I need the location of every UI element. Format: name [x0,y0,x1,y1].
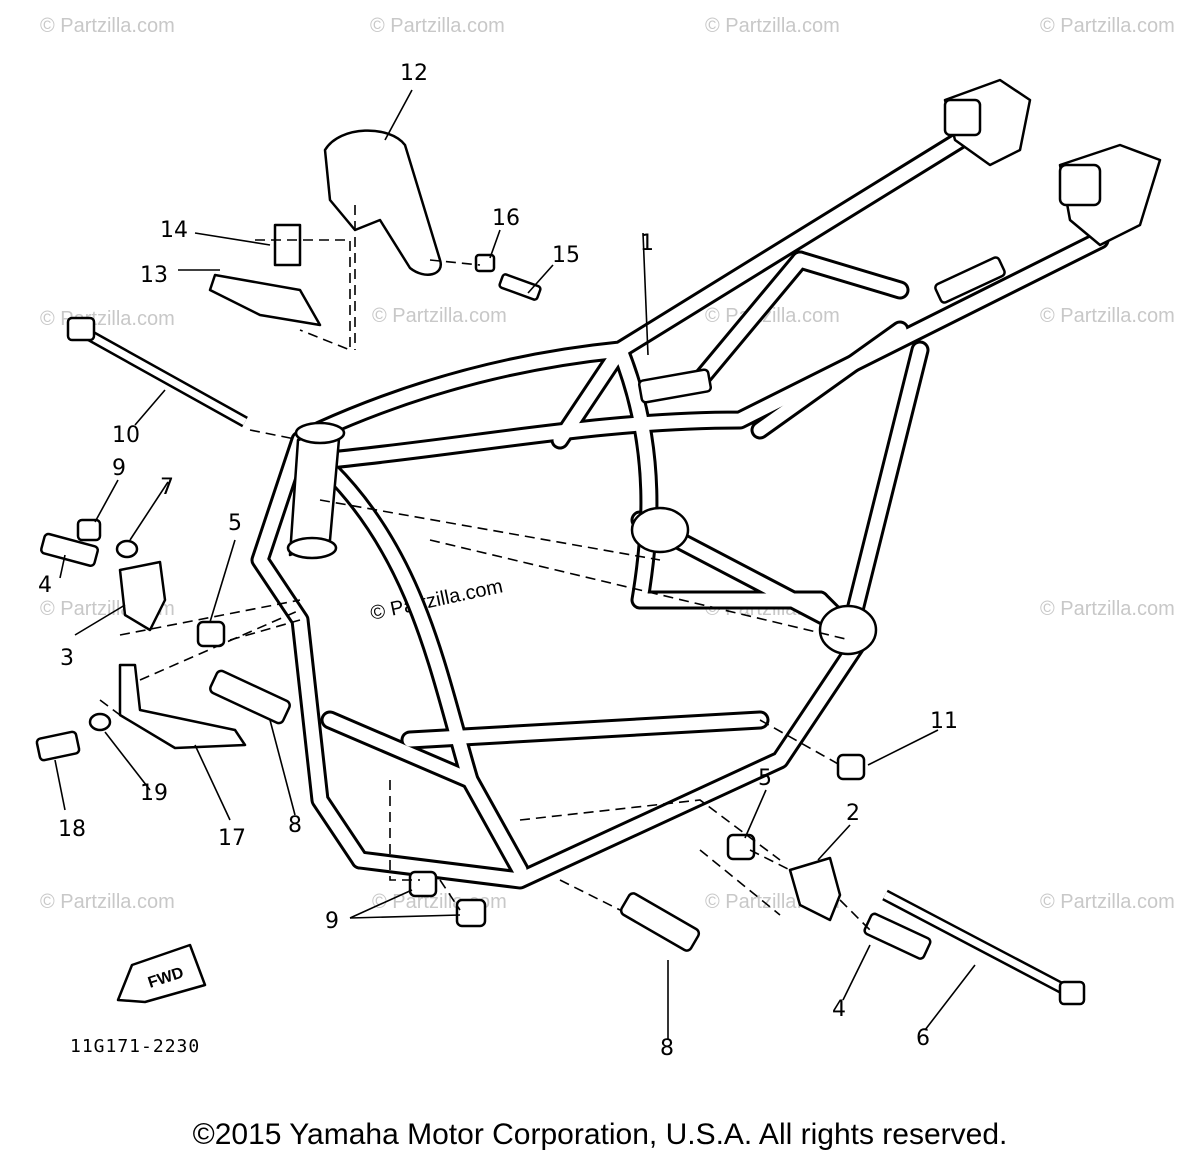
callout-13: 13 [140,263,168,288]
callout-4: 4 [38,573,52,598]
callout-11: 11 [930,709,958,734]
watermark: © Partzilla.com [1040,891,1175,913]
long-bolt-head [66,316,96,342]
callout-2: 2 [846,801,860,826]
copyright-notice: ©2015 Yamaha Motor Corporation, U.S.A. A… [192,1118,1008,1151]
callout-3: 3 [60,646,74,671]
watermark: © Partzilla.com [1040,15,1175,37]
assembly-lines [99,205,871,931]
watermark-center: © Partzilla.com [368,575,504,625]
nut [474,253,496,273]
steering-head [286,421,346,560]
leader-lines [54,89,976,1040]
callout-9-bottom: 9 [325,909,339,934]
bolt [498,273,542,301]
watermark: © Partzilla.com [40,308,175,330]
callout-8-bottom: 8 [660,1036,674,1061]
callout-5-right: 5 [758,766,772,791]
watermark: © Partzilla.com [1040,305,1175,327]
callout-18: 18 [58,817,86,842]
engine-mount-boss [818,604,878,656]
frame-cover [323,129,442,276]
callout-10: 10 [112,423,140,448]
callout-7: 7 [160,475,174,500]
callouts: 12 14 13 16 15 1 10 9 7 4 3 5 18 19 17 8… [38,61,958,1061]
watermark: © Partzilla.com [40,15,175,37]
callout-15: 15 [552,243,580,268]
watermark: © Partzilla.com [40,891,175,913]
rear-shock-mount [943,78,1162,247]
callout-19: 19 [140,781,168,806]
watermark: © Partzilla.com [372,305,507,327]
watermark: © Partzilla.com [370,15,505,37]
parts-layer [35,129,1086,1006]
callout-5: 5 [228,511,242,536]
callout-14: 14 [160,218,188,243]
fwd-arrow: FWD [116,943,207,1004]
callout-17: 17 [218,826,246,851]
callout-16: 16 [492,206,520,231]
callout-8: 8 [288,813,302,838]
watermark: © Partzilla.com [705,15,840,37]
watermark: © Partzilla.com [372,891,507,913]
callout-1: 1 [640,231,654,256]
diagram-code: 11G171-2230 [70,1036,200,1057]
plate [273,223,302,267]
watermark: © Partzilla.com [705,305,840,327]
callout-4-right: 4 [832,997,846,1022]
callout-6: 6 [916,1026,930,1051]
watermark: © Partzilla.com [1040,598,1175,620]
bracket [208,273,322,327]
engine-mount-boss [630,506,690,554]
callout-12: 12 [400,61,428,86]
callout-9: 9 [112,456,126,481]
